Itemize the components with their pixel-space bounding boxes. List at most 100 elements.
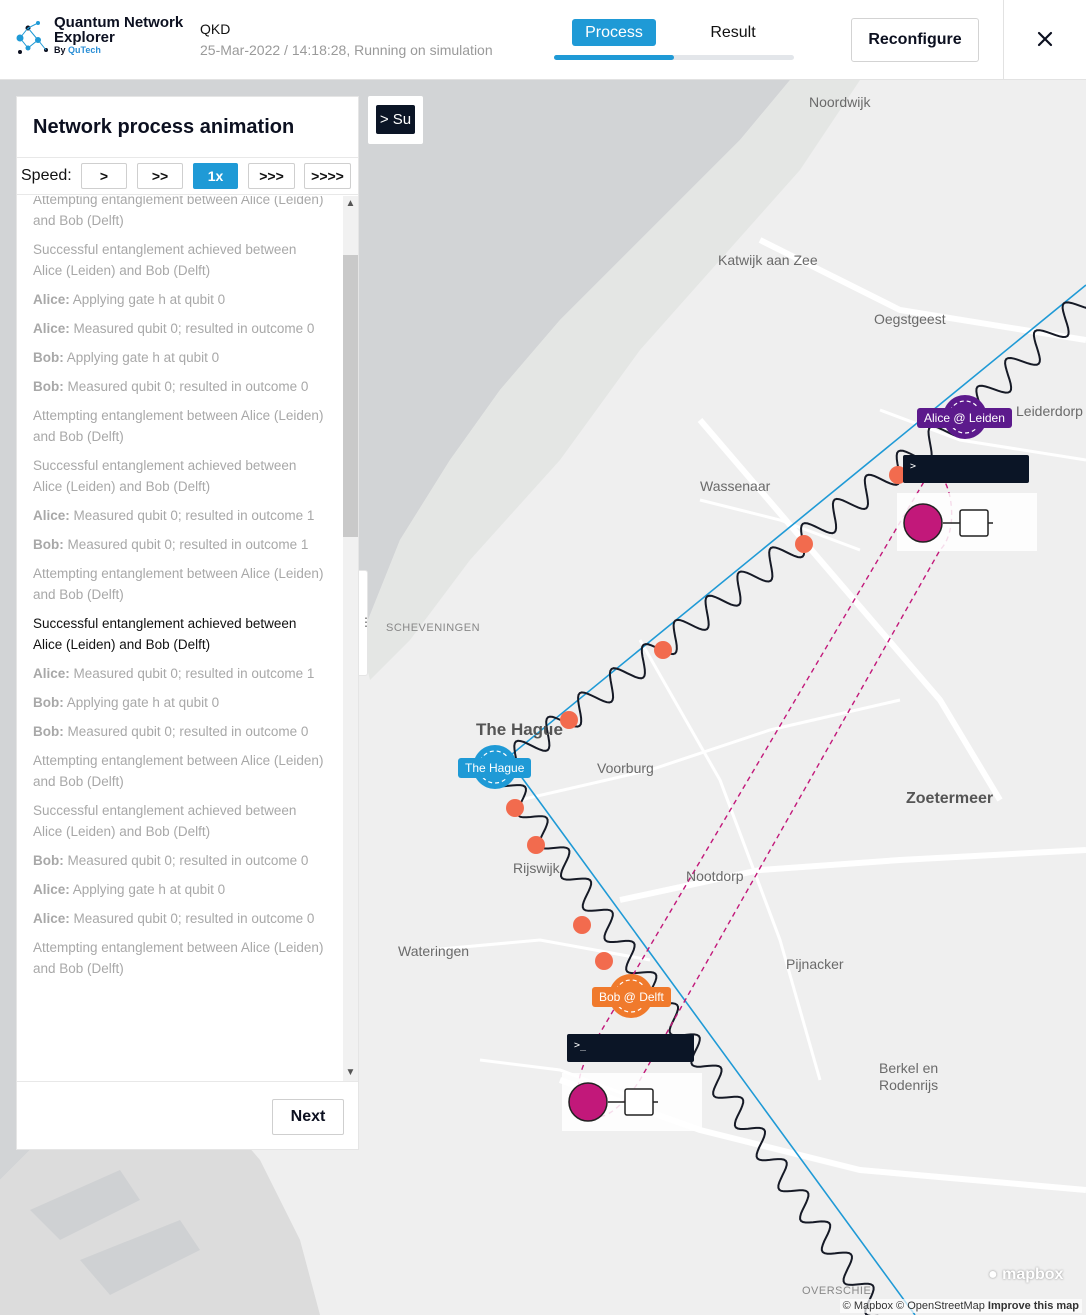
top-bar: Quantum Network Explorer By QuTech QKD 2… — [0, 0, 1086, 80]
log-entry: Alice: Applying gate h at qubit 0 — [33, 289, 328, 310]
classical-links — [494, 284, 1086, 1315]
log-entry-text: Attempting entanglement between Alice (L… — [33, 196, 324, 228]
node-label-alice[interactable]: Alice @ Leiden — [917, 408, 1012, 428]
close-icon[interactable] — [1030, 24, 1060, 54]
alice-qubit-diagram — [903, 503, 993, 543]
node-label-bob[interactable]: Bob @ Delft — [592, 987, 671, 1007]
log-entry-actor: Bob: — [33, 350, 64, 365]
place-wateringen: Wateringen — [398, 943, 470, 959]
bob-qubit-card — [562, 1073, 702, 1131]
log-entry-text: Measured qubit 0; resulted in outcome 0 — [67, 853, 309, 868]
log-entry-text: Attempting entanglement between Alice (L… — [33, 408, 324, 444]
place-zoetermeer: Zoetermeer — [906, 790, 994, 807]
log-entry-text: Successful entanglement achieved between… — [33, 616, 297, 652]
place-wassenaar: Wassenaar — [700, 478, 771, 494]
tab-result[interactable]: Result — [710, 24, 756, 41]
log-entry-text: Measured qubit 0; resulted in outcome 1 — [73, 666, 315, 681]
photons — [506, 466, 907, 970]
log-entry-text: Applying gate h at qubit 0 — [72, 882, 226, 897]
log-entry-text: Measured qubit 0; resulted in outcome 1 — [67, 537, 309, 552]
log-entry: Attempting entanglement between Alice (L… — [33, 405, 328, 447]
log-entry: Bob: Applying gate h at qubit 0 — [33, 692, 328, 713]
log-entry: Alice: Measured qubit 0; resulted in out… — [33, 318, 328, 339]
log-entry: Bob: Measured qubit 0; resulted in outco… — [33, 376, 328, 397]
entanglement-link — [577, 472, 953, 1118]
reconfigure-button[interactable]: Reconfigure — [851, 18, 979, 62]
harbour-water — [30, 1170, 200, 1295]
mapbox-logo[interactable]: ● mapbox — [988, 1266, 1064, 1283]
next-button[interactable]: Next — [272, 1099, 344, 1135]
logo-sub-brand: QuTech — [68, 45, 101, 55]
speed-button-fast[interactable]: >>> — [248, 163, 295, 189]
node-label-the-hague[interactable]: The Hague — [458, 758, 532, 778]
scroll-down-icon[interactable]: ▼ — [345, 1067, 356, 1078]
log-entry-text: Applying gate h at qubit 0 — [66, 350, 220, 365]
qne-logo[interactable]: Quantum Network Explorer By QuTech — [16, 14, 186, 66]
speed-button-slow[interactable]: >> — [137, 163, 183, 189]
log-entry-text: Measured qubit 0; resulted in outcome 0 — [73, 911, 315, 926]
event-log[interactable]: Attempting entanglement between Alice (L… — [17, 196, 358, 1081]
place-rijswijk: Rijswijk — [513, 860, 560, 876]
log-entry-actor: Bob: — [33, 379, 64, 394]
network-logo-icon — [16, 21, 48, 54]
log-entry-text: Successful entanglement achieved between… — [33, 242, 297, 278]
scroll-up-icon[interactable]: ▲ — [345, 198, 356, 209]
place-oegstgeest: Oegstgeest — [874, 311, 946, 327]
log-entry-actor: Alice: — [33, 508, 70, 523]
summary-toggle: > Su — [368, 96, 423, 144]
place-the-hague: The Hague — [476, 720, 563, 739]
log-entry-text: Successful entanglement achieved between… — [33, 803, 297, 839]
alice-terminal[interactable]: > — [903, 455, 1029, 483]
log-entry-actor: Alice: — [33, 321, 70, 336]
log-entry: Bob: Measured qubit 0; resulted in outco… — [33, 850, 328, 871]
log-entry: Bob: Measured qubit 0; resulted in outco… — [33, 534, 328, 555]
attrib-mapbox[interactable]: © Mapbox — [842, 1300, 893, 1312]
drag-handle-icon: ⋮ — [360, 615, 372, 629]
speed-button-slowest[interactable]: > — [81, 163, 127, 189]
log-entry: Bob: Measured qubit 0; resulted in outco… — [33, 721, 328, 742]
log-entry-text: Applying gate h at qubit 0 — [66, 695, 220, 710]
log-entry: Attempting entanglement between Alice (L… — [33, 563, 328, 605]
minor-roads — [429, 408, 1086, 1102]
tab-process[interactable]: Process — [572, 19, 656, 46]
log-entry-actor: Bob: — [33, 695, 64, 710]
logo-sub-prefix: By — [54, 45, 69, 55]
speed-button-1x[interactable]: 1x — [193, 163, 238, 189]
log-entry: Alice: Measured qubit 0; resulted in out… — [33, 663, 328, 684]
tab-progress-fill — [554, 55, 674, 60]
log-entry: Attempting entanglement between Alice (L… — [33, 196, 328, 231]
bob-terminal[interactable]: >_ — [567, 1034, 694, 1062]
bob-qubit-diagram — [568, 1082, 658, 1122]
log-entry: Attempting entanglement between Alice (L… — [33, 750, 328, 792]
place-overschie: OVERSCHIE — [802, 1285, 872, 1297]
log-entry-text: Attempting entanglement between Alice (L… — [33, 940, 324, 976]
log-entry: Alice: Measured qubit 0; resulted in out… — [33, 505, 328, 526]
log-scrollbar-thumb[interactable] — [343, 255, 358, 537]
event-log-list: Attempting entanglement between Alice (L… — [33, 196, 328, 987]
place-berkel-en-rodenrijs: Berkel en Rodenrijs — [879, 1060, 939, 1093]
log-entry-actor: Alice: — [33, 666, 70, 681]
log-entry-actor: Bob: — [33, 853, 64, 868]
log-entry: Successful entanglement achieved between… — [33, 800, 328, 842]
log-entry-actor: Bob: — [33, 724, 64, 739]
place-voorburg: Voorburg — [597, 760, 654, 776]
log-entry-text: Attempting entanglement between Alice (L… — [33, 566, 324, 602]
speed-button-fastest[interactable]: >>>> — [304, 163, 351, 189]
quantum-channels — [494, 301, 1086, 1315]
attrib-osm[interactable]: © OpenStreetMap — [896, 1300, 985, 1312]
log-entry: Successful entanglement achieved between… — [33, 455, 328, 497]
log-entry: Alice: Measured qubit 0; resulted in out… — [33, 908, 328, 929]
log-entry: Alice: Applying gate h at qubit 0 — [33, 879, 328, 900]
mapbox-brand: mapbox — [1002, 1266, 1064, 1283]
panel-title: Network process animation — [33, 116, 295, 138]
place-scheveningen: SCHEVENINGEN — [386, 622, 481, 634]
summary-button[interactable]: > Su — [376, 105, 415, 134]
logo-title: Quantum Network Explorer — [54, 14, 184, 46]
attrib-improve[interactable]: Improve this map — [987, 1300, 1079, 1312]
panel-collapse-handle[interactable]: ⋮ — [359, 570, 372, 676]
dune-area — [360, 80, 860, 680]
log-entry-actor: Bob: — [33, 537, 64, 552]
log-entry-text: Attempting entanglement between Alice (L… — [33, 753, 324, 789]
place-noordwijk: Noordwijk — [809, 94, 871, 110]
log-entry: Successful entanglement achieved between… — [33, 239, 328, 281]
